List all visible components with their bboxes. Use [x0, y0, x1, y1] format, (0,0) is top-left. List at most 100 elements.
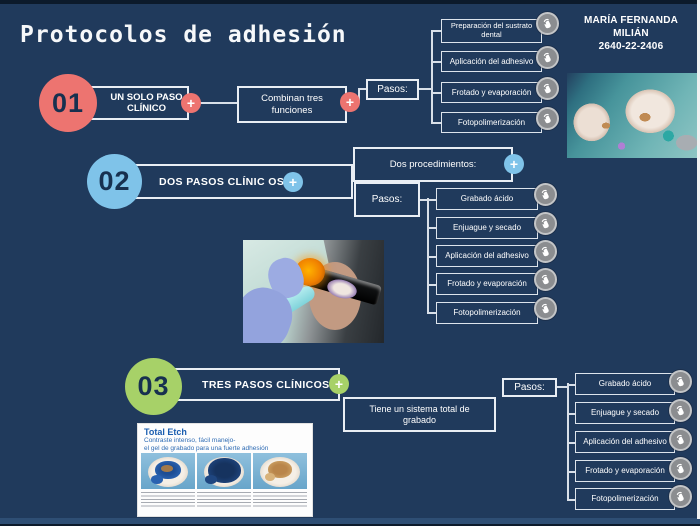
- bottom-light-strip: [0, 518, 700, 524]
- etch-photo-3: [253, 453, 307, 489]
- tap-icon[interactable]: [536, 77, 559, 100]
- total-etch-title: Total Etch: [144, 427, 187, 437]
- tap-icon[interactable]: [534, 212, 557, 235]
- tap-icon[interactable]: [536, 12, 559, 35]
- step-box: Aplicación del adhesivo: [441, 51, 542, 72]
- dental-procedure-photo: [243, 240, 384, 343]
- tap-icon[interactable]: [669, 370, 692, 393]
- connector-line: [431, 92, 441, 94]
- caption-text-lines: [141, 492, 195, 509]
- section-1-number: 01: [51, 87, 85, 118]
- section-2-pasos-box: Pasos:: [354, 182, 420, 217]
- connector-line: [567, 383, 569, 500]
- section-1-node-box: Combinan tres funciones: [237, 86, 347, 123]
- connector-line: [427, 312, 436, 314]
- step-box: Aplicación del adhesivo: [575, 431, 675, 453]
- plus-button[interactable]: +: [283, 172, 303, 192]
- step-label: Enjuague y secado: [452, 223, 522, 233]
- connector-line: [358, 88, 366, 90]
- step-label: Preparación del sustrato dental: [450, 21, 533, 39]
- section-3-title: TRES PASOS CLÍNICOS: [202, 378, 330, 391]
- tap-icon[interactable]: [669, 457, 692, 480]
- plus-icon: +: [509, 156, 519, 172]
- plus-button[interactable]: +: [504, 154, 524, 174]
- connector-line: [567, 384, 575, 386]
- plus-button[interactable]: +: [329, 374, 349, 394]
- section-1-node-label: Combinan tres funciones: [261, 93, 323, 116]
- step-box: Grabado ácido: [575, 373, 675, 395]
- connector-line: [427, 199, 436, 201]
- tap-icon[interactable]: [669, 485, 692, 508]
- tap-icon[interactable]: [534, 297, 557, 320]
- step-box: Frotado y evaporación: [441, 82, 542, 103]
- plus-icon: +: [345, 94, 355, 110]
- tap-icon[interactable]: [669, 428, 692, 451]
- plus-button[interactable]: +: [181, 93, 201, 113]
- step-label: Grabado ácido: [460, 194, 514, 204]
- section-2-node-label: Dos procedimientos:: [389, 159, 477, 170]
- tap-icon[interactable]: [534, 240, 557, 263]
- step-label: Fotopolimerización: [453, 308, 521, 318]
- section-2-number: 02: [98, 166, 131, 196]
- step-label: Aplicación del adhesivo: [445, 251, 529, 261]
- step-label: Frotado y evaporación: [585, 466, 665, 476]
- step-box: Frotado y evaporación: [436, 273, 538, 295]
- total-etch-photos: [141, 453, 307, 489]
- step-box: Preparación del sustrato dental: [441, 19, 542, 43]
- section-2-node-box: Dos procedimientos:: [353, 147, 513, 182]
- step-label: Fotopolimerización: [591, 494, 659, 504]
- connector-line: [431, 61, 441, 63]
- caption-text-lines: [197, 492, 251, 509]
- total-etch-subtitle: Contraste intenso, fácil manejo- el gel …: [144, 437, 269, 453]
- connector-line: [431, 30, 433, 123]
- blue-gel: [205, 475, 217, 484]
- top-strip: [0, 0, 700, 4]
- connector-line: [427, 284, 436, 286]
- step-box: Grabado ácido: [436, 188, 538, 210]
- connector-line: [567, 442, 575, 444]
- etch-photo-2: [197, 453, 251, 489]
- section-2-pasos-label: Pasos:: [371, 194, 403, 205]
- connector-line: [427, 198, 429, 313]
- step-box: Fotopolimerización: [575, 488, 675, 510]
- step-label: Frotado y evaporación: [447, 279, 527, 289]
- step-label: Enjuague y secado: [590, 408, 660, 418]
- etch-photo-1: [141, 453, 195, 489]
- connector-line: [567, 471, 575, 473]
- step-box: Enjuague y secado: [436, 217, 538, 239]
- section-3-number-circle: 03: [125, 358, 182, 415]
- step-label: Aplicación del adhesivo: [583, 437, 667, 447]
- connector-line: [420, 199, 428, 201]
- section-2-title: DOS PASOS CLÍNIC OS: [159, 175, 285, 188]
- molar-closeup-photo: [567, 73, 697, 158]
- blue-gel: [151, 475, 163, 484]
- step-box: Fotopolimerización: [441, 112, 542, 133]
- step-box: Enjuague y secado: [575, 402, 675, 424]
- tap-icon[interactable]: [536, 46, 559, 69]
- section-3-pasos-label: Pasos:: [514, 382, 545, 393]
- caption-text-lines: [253, 492, 307, 509]
- total-etch-card: Total Etch Contraste intenso, fácil mane…: [137, 423, 313, 517]
- author-block: MARÍA FERNANDA MILIÁN 2640-22-2406: [583, 15, 679, 52]
- tap-icon[interactable]: [536, 107, 559, 130]
- section-1-number-circle: 01: [39, 74, 97, 132]
- section-2-title-box: DOS PASOS CLÍNIC OS: [112, 164, 353, 199]
- section-2-number-circle: 02: [87, 154, 142, 209]
- connector-line: [567, 499, 575, 501]
- plus-icon: +: [288, 174, 298, 190]
- tap-icon[interactable]: [534, 183, 557, 206]
- tap-icon[interactable]: [669, 399, 692, 422]
- step-label: Grabado ácido: [598, 379, 652, 389]
- step-box: Aplicación del adhesivo: [436, 245, 538, 267]
- tap-icon[interactable]: [534, 268, 557, 291]
- connector-line: [419, 88, 432, 90]
- connector-line: [557, 386, 567, 388]
- bottom-dark-strip: [0, 524, 700, 526]
- step-label: Frotado y evaporación: [451, 87, 532, 97]
- plus-icon: +: [186, 95, 196, 111]
- connector-line: [567, 413, 575, 415]
- step-label: Aplicación del adhesivo: [449, 56, 534, 66]
- plus-button[interactable]: +: [340, 92, 360, 112]
- cavity-spot: [161, 465, 173, 472]
